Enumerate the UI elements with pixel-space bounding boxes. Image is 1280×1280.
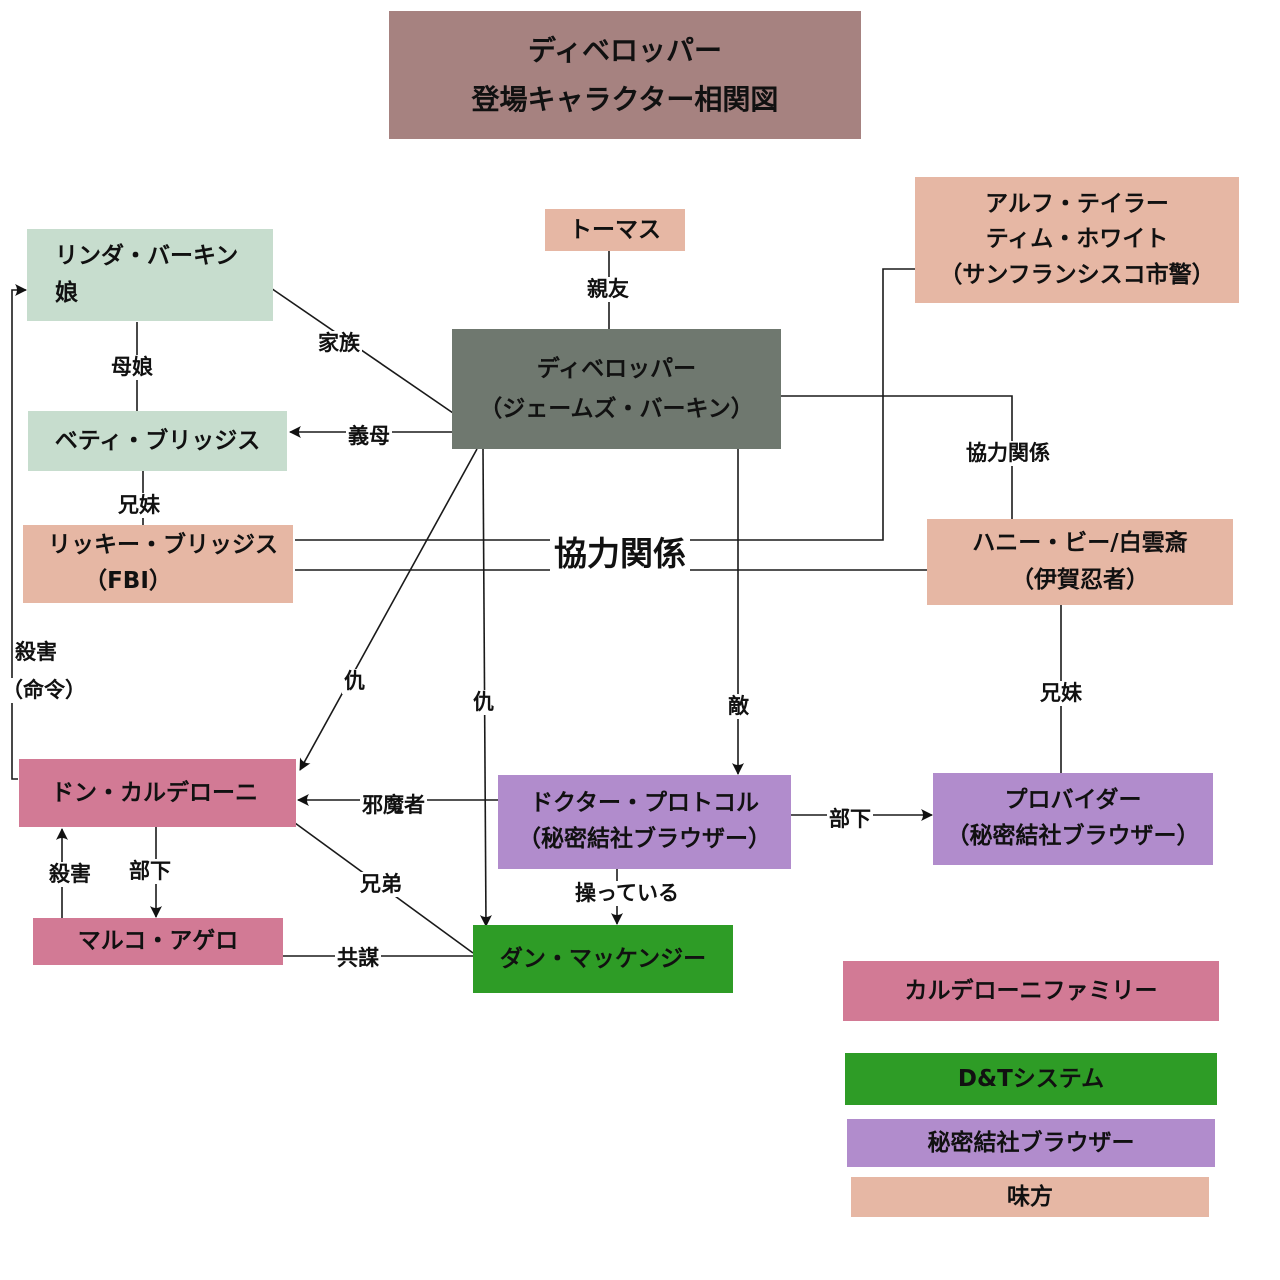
title-line-1: ディベロッパー <box>527 34 723 67</box>
edge-don-linda <box>11 284 27 780</box>
node-betty: ベティ・ブリッジス <box>28 411 287 471</box>
node-marco: マルコ・アゲロ <box>33 918 283 965</box>
relation-mother-daughter: 母娘 <box>109 355 155 381</box>
legend-ally-label: 味方 <box>1007 1183 1053 1210</box>
relation-siblings-2: 兄妹 <box>1038 681 1084 707</box>
edge-developer-honey <box>781 395 1013 520</box>
node-honey: ハニー・ビー/白雲斎 （伊賀忍者） <box>927 519 1233 605</box>
node-honey-line-1: ハニー・ビー/白雲斎 <box>972 530 1188 557</box>
legend-dt-system: D&Tシステム <box>845 1053 1217 1105</box>
relation-cooperation-small: 協力関係 <box>964 441 1052 467</box>
legend-browser-label: 秘密結社ブラウザー <box>927 1129 1135 1156</box>
node-provider-line-2: （秘密結社ブラウザー） <box>946 823 1200 849</box>
node-don: ドン・カルデローニ <box>19 759 296 827</box>
relation-obstacle: 邪魔者 <box>360 793 427 819</box>
node-thomas: トーマス <box>545 209 685 251</box>
relation-murder-order-2: （命令） <box>0 678 88 704</box>
node-thomas-label: トーマス <box>569 216 661 243</box>
node-protocol-line-1: ドクター・プロトコル <box>529 790 760 817</box>
legend-calderoni-label: カルデローニファミリー <box>904 977 1158 1004</box>
node-developer-line-2: （ジェームズ・バーキン） <box>479 396 754 422</box>
relation-subordinate-1: 部下 <box>827 807 873 833</box>
legend-calderoni: カルデローニファミリー <box>843 961 1219 1021</box>
node-protocol-line-2: （秘密結社ブラウザー） <box>518 826 771 852</box>
node-ricky-line-2: （FBI） <box>84 568 172 594</box>
node-alf-line-1: アルフ・テイラー <box>985 190 1169 217</box>
relation-conspiracy: 共謀 <box>335 946 381 972</box>
relation-revenge-1: 仇 <box>342 669 367 695</box>
relation-brothers: 兄弟 <box>358 872 404 898</box>
node-betty-label: ベティ・ブリッジス <box>54 427 261 454</box>
node-alf-line-3: （サンフランシスコ市警） <box>939 261 1215 288</box>
relation-revenge-2: 仇 <box>471 690 496 716</box>
legend-browser: 秘密結社ブラウザー <box>847 1119 1215 1167</box>
title-line-2: 登場キャラクター相関図 <box>471 83 779 116</box>
relation-mother-in-law: 義母 <box>346 424 392 450</box>
node-ricky: リッキー・ブリッジス （FBI） <box>23 525 293 603</box>
relation-murder-order-1: 殺害 <box>13 640 59 666</box>
node-ricky-line-1: リッキー・ブリッジス <box>48 532 278 559</box>
node-alf-tim: アルフ・テイラー ティム・ホワイト （サンフランシスコ市警） <box>915 177 1239 303</box>
relation-enemy: 敵 <box>726 694 751 720</box>
node-developer: ディベロッパー （ジェームズ・バーキン） <box>452 329 781 449</box>
node-provider-line-1: プロバイダー <box>1004 787 1142 814</box>
node-dan: ダン・マッケンジー <box>473 925 733 993</box>
edge-developer-dan <box>479 448 492 927</box>
node-linda-line-2: 娘 <box>55 280 78 306</box>
legend-dt-system-label: D&Tシステム <box>957 1065 1105 1092</box>
node-linda: リンダ・バーキン 娘 <box>27 229 273 321</box>
relation-cooperation-big: 協力関係 <box>550 535 690 573</box>
relation-family: 家族 <box>316 331 362 357</box>
relation-manipulating: 操っている <box>573 881 681 907</box>
node-don-label: ドン・カルデローニ <box>51 779 258 806</box>
node-provider: プロバイダー （秘密結社ブラウザー） <box>933 773 1213 865</box>
diagram-title: ディベロッパー 登場キャラクター相関図 <box>389 11 861 139</box>
node-honey-line-2: （伊賀忍者） <box>1011 567 1149 593</box>
relation-best-friend: 親友 <box>585 277 631 303</box>
node-linda-line-1: リンダ・バーキン <box>55 243 239 270</box>
edge-developer-don <box>299 448 478 771</box>
node-dan-label: ダン・マッケンジー <box>499 945 707 972</box>
legend-ally: 味方 <box>851 1177 1209 1217</box>
relation-subordinate-2: 部下 <box>127 859 173 885</box>
node-protocol: ドクター・プロトコル （秘密結社ブラウザー） <box>498 775 791 869</box>
node-alf-line-2: ティム・ホワイト <box>985 226 1169 253</box>
relation-murder: 殺害 <box>47 862 93 888</box>
node-marco-label: マルコ・アゲロ <box>77 928 239 955</box>
relation-siblings-1: 兄妹 <box>116 493 162 519</box>
node-developer-line-1: ディベロッパー <box>536 355 697 382</box>
